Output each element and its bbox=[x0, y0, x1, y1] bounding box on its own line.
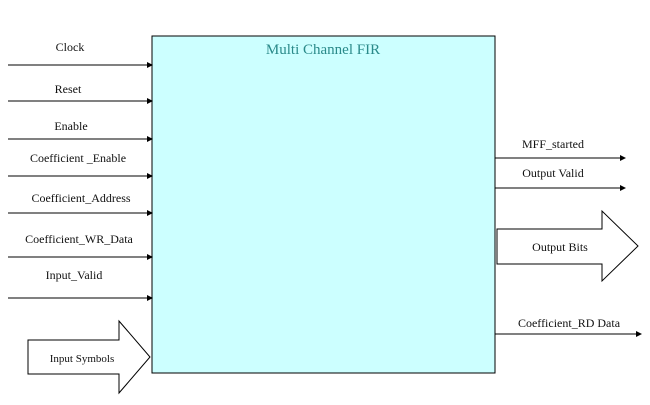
input-label-input-valid: Input_Valid bbox=[46, 268, 103, 282]
arrowhead bbox=[147, 210, 153, 216]
input-signal-enable: Enable bbox=[8, 119, 153, 142]
arrowhead bbox=[147, 98, 153, 104]
input-label-reset: Reset bbox=[55, 82, 82, 96]
fir-block bbox=[151, 35, 496, 374]
input-label-coefficient-wr-data: Coefficient_WR_Data bbox=[25, 232, 133, 246]
input-signal-coefficient-enable: Coefficient _Enable bbox=[8, 151, 153, 179]
output-bus-label: Output Bits bbox=[532, 240, 588, 254]
input-signal-clock: Clock bbox=[8, 40, 153, 68]
input-signal-input-valid: Input_Valid bbox=[8, 268, 153, 301]
input-label-clock: Clock bbox=[56, 40, 85, 54]
output-label-mff-started: MFF_started bbox=[522, 137, 584, 151]
output-signal-coefficient-rd-data: Coefficient_RD Data bbox=[495, 316, 642, 337]
input-signal-coefficient-wr-data: Coefficient_WR_Data bbox=[8, 232, 153, 260]
arrowhead bbox=[636, 331, 642, 337]
arrowhead bbox=[147, 173, 153, 179]
output-signal-mff-started: MFF_started bbox=[495, 137, 626, 161]
arrowhead bbox=[620, 155, 626, 161]
arrowhead bbox=[620, 185, 626, 191]
input-label-enable: Enable bbox=[54, 119, 87, 133]
arrowhead bbox=[147, 254, 153, 260]
arrowhead bbox=[147, 62, 153, 68]
input-label-coefficient-enable: Coefficient _Enable bbox=[30, 151, 126, 165]
input-bus-input-symbols: Input Symbols bbox=[27, 319, 151, 395]
arrowhead bbox=[147, 136, 153, 142]
input-signal-reset: Reset bbox=[8, 82, 153, 104]
output-bus-output-bits: Output Bits bbox=[496, 209, 639, 283]
input-label-coefficient-address: Coefficient_Address bbox=[31, 191, 130, 205]
output-signal-output-valid: Output Valid bbox=[495, 166, 626, 191]
output-bus-arrow bbox=[496, 209, 639, 283]
arrowhead bbox=[147, 295, 153, 301]
input-bus-arrow bbox=[27, 319, 151, 395]
input-signal-coefficient-address: Coefficient_Address bbox=[8, 191, 153, 216]
input-bus-label: Input Symbols bbox=[50, 353, 114, 365]
block-title: Multi Channel FIR bbox=[266, 42, 380, 58]
output-label-output-valid: Output Valid bbox=[522, 166, 583, 180]
output-label-coefficient-rd-data: Coefficient_RD Data bbox=[518, 316, 621, 330]
